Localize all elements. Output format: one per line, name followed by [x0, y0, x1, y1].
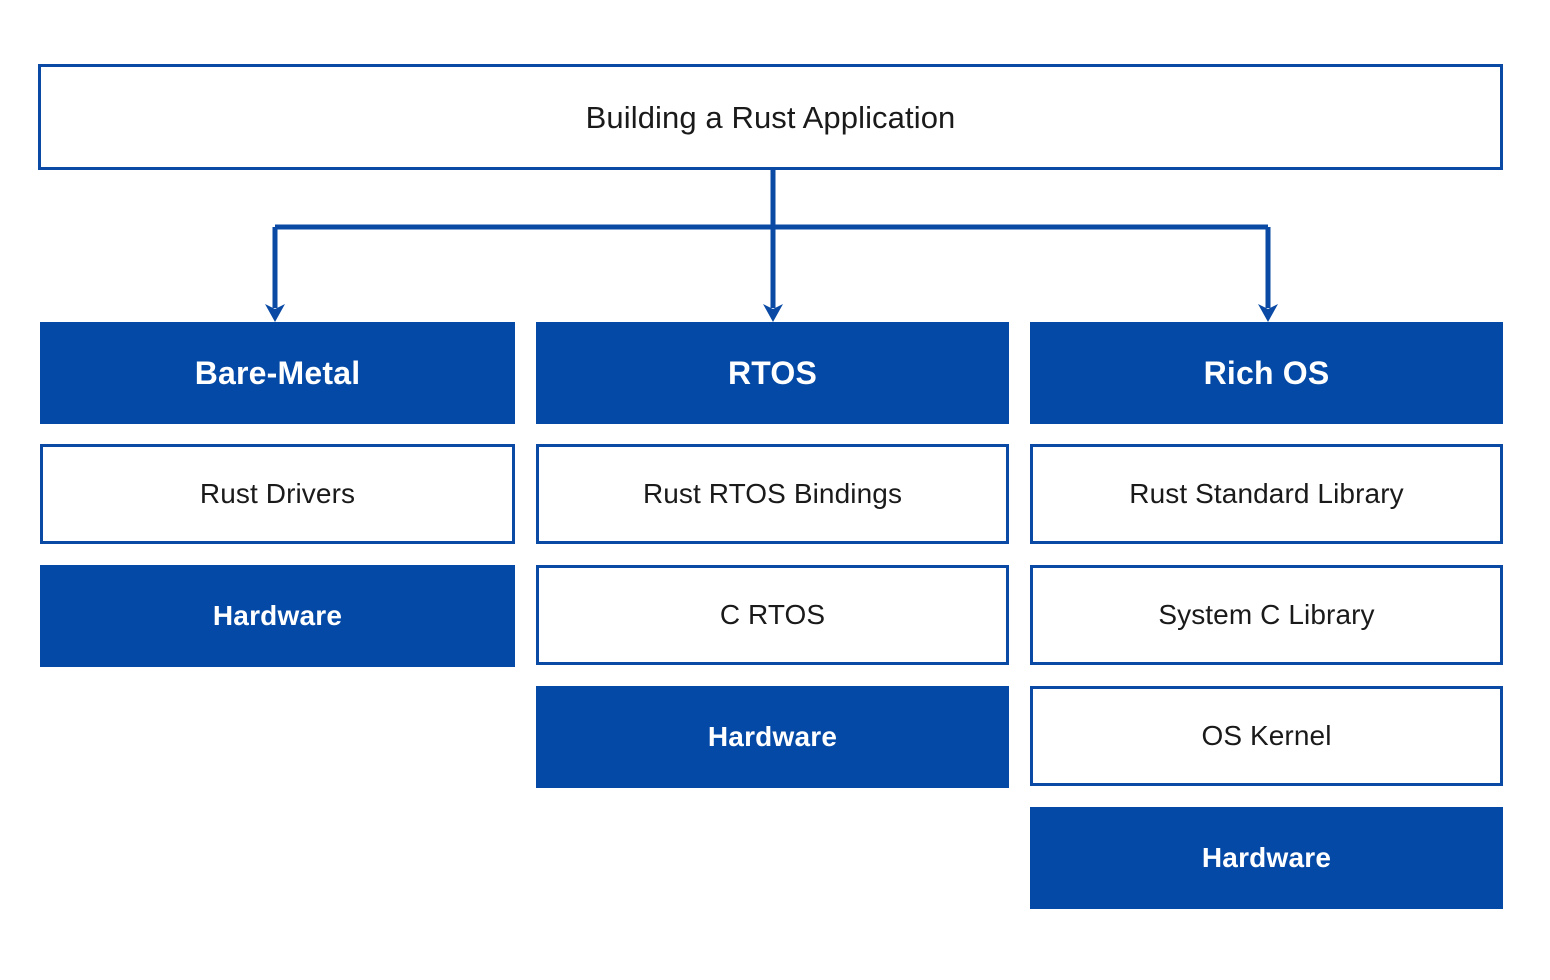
root-node-building-a-rust-application[interactable]: Building a Rust Application — [38, 64, 1503, 170]
layer-node-label: Rust RTOS Bindings — [642, 478, 903, 509]
arrowhead-bare-metal-icon — [265, 304, 285, 322]
arrowhead-rtos-icon — [763, 304, 783, 322]
layer-node-label: OS Kernel — [1201, 720, 1332, 751]
hardware-node-bare-metal[interactable]: Hardware — [40, 565, 515, 667]
column-header-label: Rich OS — [1203, 355, 1330, 391]
column-header-label: RTOS — [727, 355, 818, 391]
layer-node-rust-drivers[interactable]: Rust Drivers — [40, 444, 515, 544]
hardware-node-label: Hardware — [707, 721, 838, 752]
hardware-node-rich-os[interactable]: Hardware — [1030, 807, 1503, 909]
root-node-label: Building a Rust Application — [585, 99, 956, 135]
column-header-rich-os[interactable]: Rich OS — [1030, 322, 1503, 424]
column-header-label: Bare-Metal — [194, 355, 361, 391]
column-header-rtos[interactable]: RTOS — [536, 322, 1009, 424]
layer-node-label: C RTOS — [719, 599, 826, 630]
layer-node-label: Rust Drivers — [199, 478, 356, 509]
stack-column-rtos: RTOS Rust RTOS Bindings C RTOS Hardware — [536, 322, 1009, 788]
hardware-node-label: Hardware — [212, 600, 343, 631]
column-header-bare-metal[interactable]: Bare-Metal — [40, 322, 515, 424]
stack-column-rich-os: Rich OS Rust Standard Library System C L… — [1030, 322, 1503, 909]
layer-node-system-c-library[interactable]: System C Library — [1030, 565, 1503, 665]
layer-node-os-kernel[interactable]: OS Kernel — [1030, 686, 1503, 786]
layer-node-c-rtos[interactable]: C RTOS — [536, 565, 1009, 665]
layer-node-rust-rtos-bindings[interactable]: Rust RTOS Bindings — [536, 444, 1009, 544]
layer-node-rust-standard-library[interactable]: Rust Standard Library — [1030, 444, 1503, 544]
hardware-node-rtos[interactable]: Hardware — [536, 686, 1009, 788]
layer-node-label: Rust Standard Library — [1129, 478, 1404, 509]
layer-node-label: System C Library — [1158, 599, 1375, 630]
hardware-node-label: Hardware — [1201, 842, 1332, 873]
stack-column-bare-metal: Bare-Metal Rust Drivers Hardware — [40, 322, 515, 667]
arrowhead-rich-os-icon — [1258, 304, 1278, 322]
